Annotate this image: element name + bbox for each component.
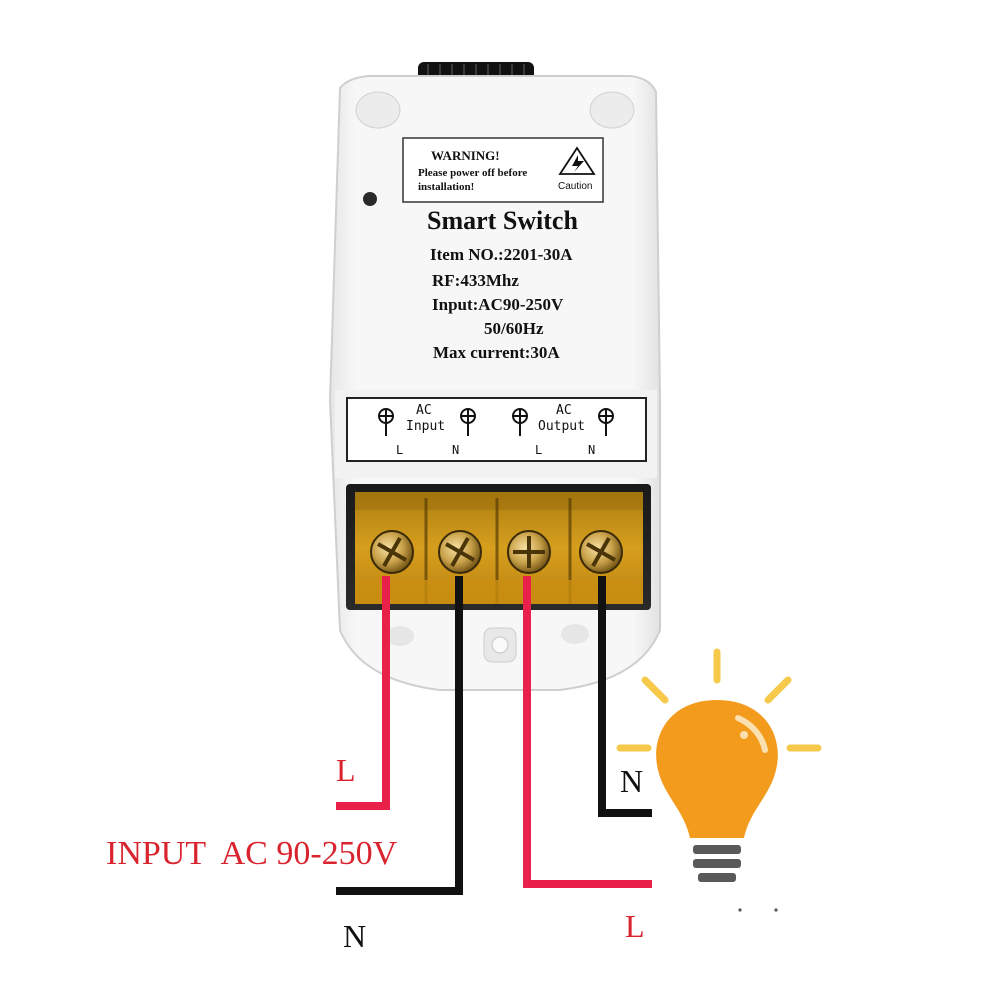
line-frequency: 50/60Hz [484, 319, 544, 338]
input-live-wire [336, 576, 390, 810]
decorative-dot [738, 908, 742, 912]
rf-frequency: RF:433Mhz [432, 271, 519, 290]
output-live-wire [523, 576, 652, 888]
max-current: Max current:30A [433, 343, 560, 362]
screw-terminal-icon [370, 530, 623, 574]
pin-label-input-l: L [396, 443, 403, 457]
status-led [363, 192, 377, 206]
output-neutral-wire [598, 576, 652, 817]
item-number: Item NO.:2201-30A [430, 245, 573, 264]
warning-title: WARNING! [431, 148, 500, 163]
wires [336, 576, 652, 895]
input-live-label: L [336, 752, 356, 788]
warning-line-2: installation! [418, 181, 474, 193]
output-label: Output [538, 419, 585, 434]
input-label: Input [406, 419, 445, 434]
input-neutral-wire [336, 576, 463, 895]
output-neutral-label: N [620, 763, 643, 799]
ac-label-output: AC [556, 403, 572, 418]
pin-label-output-l: L [535, 443, 542, 457]
lightning-warning-icon [558, 146, 596, 175]
warning-box: WARNING! Please power off before install… [402, 137, 604, 203]
device-title: Smart Switch [427, 206, 578, 235]
pin-label-input-n: N [452, 443, 459, 457]
pin-label-output-n: N [588, 443, 595, 457]
warning-line-1: Please power off before [418, 167, 527, 179]
terminal-label-panel: AC Input AC Output L N L N [335, 390, 657, 478]
input-spec: Input:AC90-250V [432, 295, 564, 314]
input-neutral-label: N [343, 918, 366, 954]
light-bulb-icon [616, 648, 822, 882]
ac-label-input: AC [416, 403, 432, 418]
terminal-symbols [378, 408, 614, 436]
output-live-label: L [625, 908, 645, 944]
input-voltage-label: INPUT AC 90-250V [106, 835, 398, 872]
caution-label: Caution [558, 181, 592, 192]
decorative-dot [774, 908, 778, 912]
